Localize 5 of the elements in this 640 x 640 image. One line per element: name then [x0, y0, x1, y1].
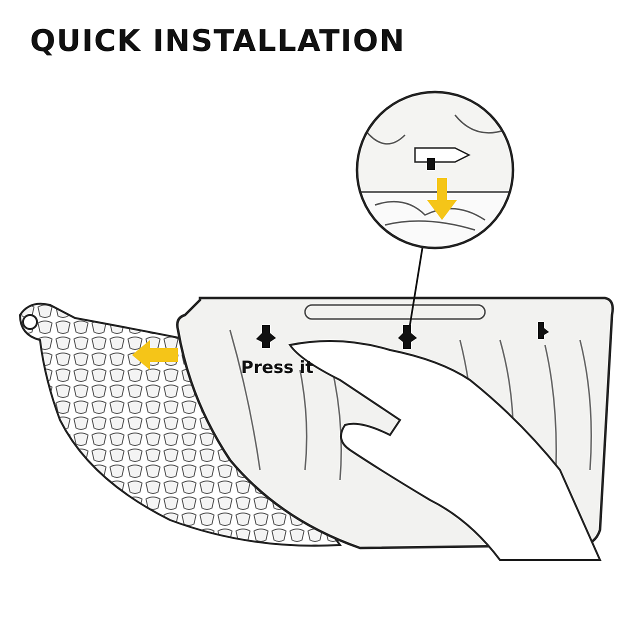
leader-line [409, 246, 424, 326]
instruction-label: Press it [241, 358, 314, 378]
magnifier-inset [356, 90, 514, 250]
keyhole-slot [398, 325, 417, 349]
title: QUICK INSTALLATION [30, 24, 406, 59]
